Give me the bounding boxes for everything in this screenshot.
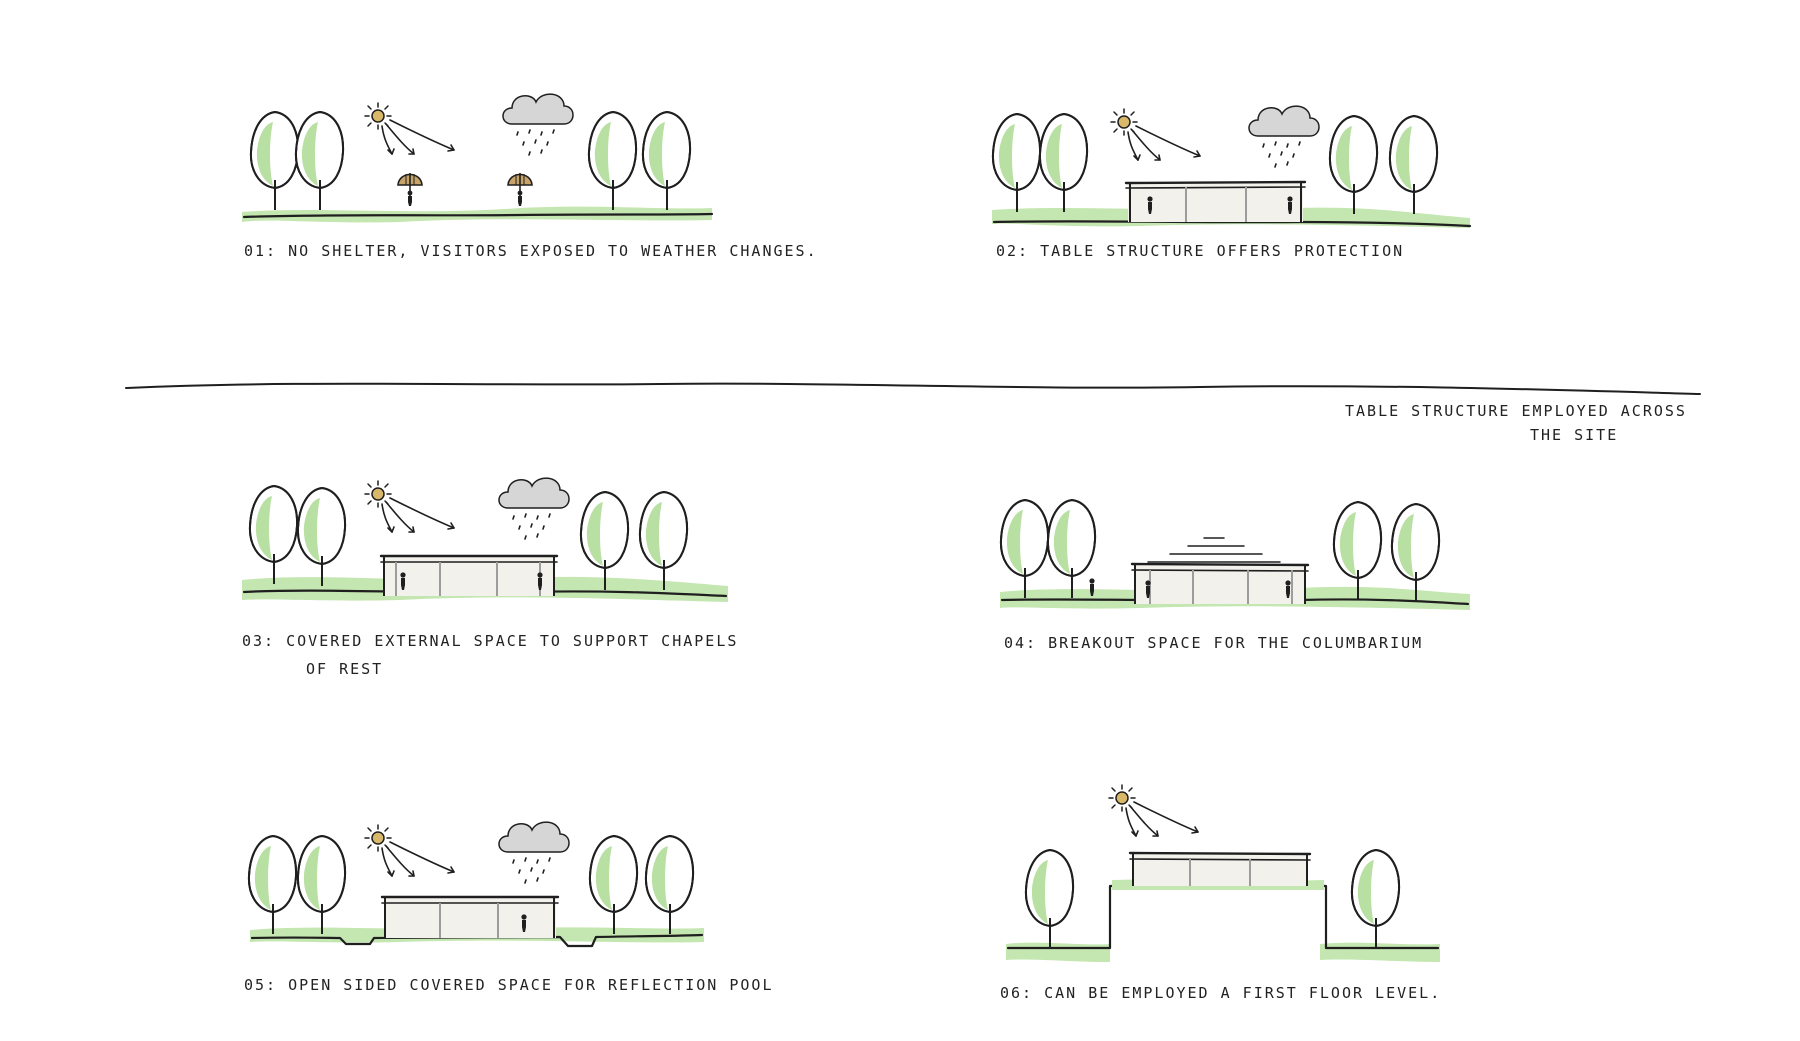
- tree-icon: [588, 835, 639, 935]
- umbrella-icon: [507, 172, 533, 207]
- caption-05: 05: OPEN SIDED COVERED SPACE FOR REFLECT…: [244, 976, 773, 994]
- panel-05: 05: OPEN SIDED COVERED SPACE FOR REFLECT…: [244, 821, 773, 994]
- cloud-icon: [502, 93, 574, 156]
- cloud-icon: [498, 477, 570, 540]
- tree-icon: [1390, 503, 1441, 603]
- table-structure: [380, 895, 560, 938]
- tree-icon: [1046, 499, 1097, 599]
- tree-icon: [638, 491, 689, 591]
- tree-icon: [1332, 501, 1383, 601]
- caption-06: 06: CAN BE EMPLOYED A FIRST FLOOR LEVEL.: [1000, 984, 1441, 1002]
- sun-arrows: [381, 497, 455, 533]
- table-structure: [1130, 562, 1310, 604]
- table-structure: [1124, 180, 1307, 222]
- tree-icon: [1328, 115, 1379, 215]
- sun-arrows: [1125, 801, 1199, 837]
- tree-icon: [248, 485, 299, 585]
- caption-04: 04: BREAKOUT SPACE FOR THE COLUMBARIUM: [1004, 634, 1423, 652]
- tree-icon: [1038, 113, 1089, 213]
- panel-04: 04: BREAKOUT SPACE FOR THE COLUMBARIUM: [999, 499, 1470, 652]
- sun-arrows: [1127, 125, 1201, 161]
- ground-line: [992, 220, 1472, 228]
- site-divider: TABLE STRUCTURE EMPLOYED ACROSS THE SITE: [125, 382, 1701, 444]
- divider-note-line2: THE SITE: [1530, 426, 1618, 444]
- panel-03: 03: COVERED EXTERNAL SPACE TO SUPPORT CH…: [242, 477, 738, 678]
- tree-icon: [247, 835, 298, 935]
- heat-lines: [1147, 537, 1281, 563]
- ground-line: [242, 212, 714, 219]
- tree-icon: [1350, 849, 1401, 949]
- umbrella-icon: [397, 172, 423, 207]
- divider-note-line1: TABLE STRUCTURE EMPLOYED ACROSS: [1345, 402, 1687, 420]
- tree-icon: [1388, 115, 1439, 215]
- ground-strip-right: [1320, 942, 1440, 962]
- tree-icon: [587, 111, 638, 211]
- cloud-icon: [1248, 105, 1320, 168]
- caption-03-line1: 03: COVERED EXTERNAL SPACE TO SUPPORT CH…: [242, 632, 738, 650]
- tree-icon: [999, 499, 1050, 599]
- tree-icon: [1024, 849, 1075, 949]
- cloud-icon: [498, 821, 570, 884]
- sun-arrows: [381, 841, 455, 877]
- tree-icon: [644, 835, 695, 935]
- tree-icon: [296, 835, 347, 935]
- sun-arrows: [381, 119, 455, 155]
- tree-icon: [294, 111, 345, 211]
- tree-icon: [579, 491, 630, 591]
- tree-icon: [296, 487, 347, 587]
- caption-02: 02: TABLE STRUCTURE OFFERS PROTECTION: [996, 242, 1404, 260]
- ground-strip-left: [1006, 942, 1110, 962]
- caption-03-line2: OF REST: [306, 660, 383, 678]
- tree-icon: [641, 111, 692, 211]
- panel-01: 01: NO SHELTER, VISITORS EXPOSED TO WEAT…: [242, 93, 818, 260]
- caption-01: 01: NO SHELTER, VISITORS EXPOSED TO WEAT…: [244, 242, 818, 260]
- panel-02: 02: TABLE STRUCTURE OFFERS PROTECTION: [991, 105, 1472, 260]
- panel-06: 06: CAN BE EMPLOYED A FIRST FLOOR LEVEL.: [1000, 784, 1441, 1002]
- tree-icon: [991, 113, 1042, 213]
- table-structure: [1128, 851, 1312, 886]
- table-structure: [379, 554, 559, 596]
- tree-icon: [249, 111, 300, 211]
